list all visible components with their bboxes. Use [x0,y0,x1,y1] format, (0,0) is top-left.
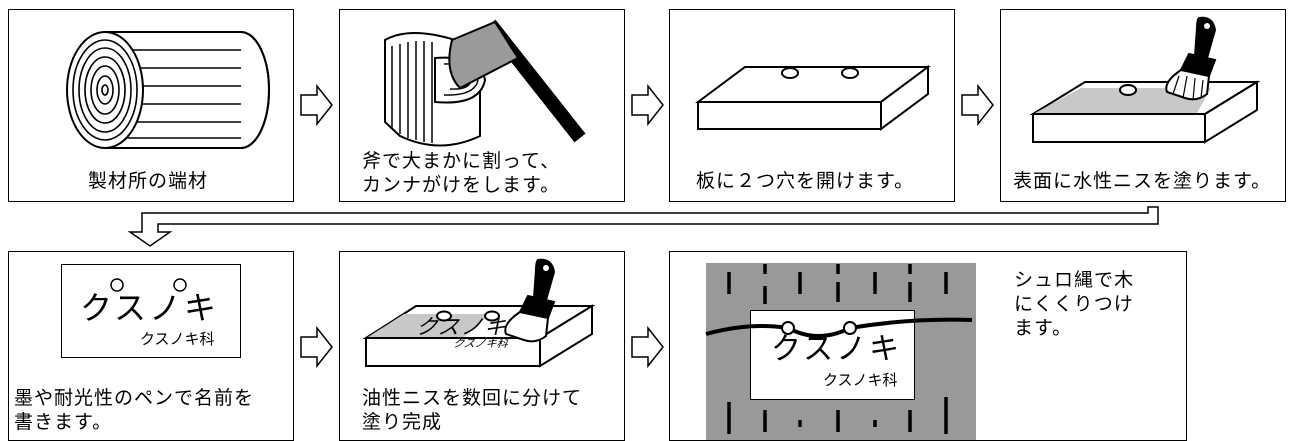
sign-main-text: クスノキ [80,289,220,327]
step-2-caption-line-2: カンナがけをします。 [362,174,561,196]
bark-marks [727,264,948,434]
step-3-caption: 板に２つ穴を開けます。 [696,170,915,192]
step-3-panel: 板に２つ穴を開けます。 [669,9,955,202]
sign-main-text: クスノキ [771,332,903,367]
brush-icon [504,258,556,343]
arrow-right-icon [631,325,664,369]
step-1-caption: 製材所の端材 [88,170,209,192]
axe-splitting-illustration [384,19,586,147]
plank-sub-text: クスノキ科 [451,337,512,350]
arrow-wrap-down-icon [127,206,1159,247]
varnish-brush-illustration [1029,16,1261,144]
arrow-right-icon [300,83,333,127]
step-2-caption-line-1: 斧で大まかに割って、 [362,150,561,172]
step-4-caption: 表面に水性ニスを塗ります。 [1013,170,1272,192]
step-6-caption-line-1: 油性ニスを数回に分けて [362,387,583,409]
sign-sub-text: クスノキ科 [140,330,215,348]
step-7-caption-line-1: シュロ縄で木 [1014,269,1135,291]
sign-sub-text: クスノキ科 [823,371,898,389]
log-illustration [66,31,270,149]
step-7-caption-line-2: にくくりつけ [1014,293,1134,315]
step-7-panel: クスノキ クスノキ科 シュロ縄で木 にくくりつけ ます。 [669,251,1187,441]
step-1-panel: 製材所の端材 [8,9,294,202]
name-sign-illustration: クスノキ クスノキ科 [61,264,241,358]
oil-varnish-illustration [362,258,596,368]
step-5-caption-line-2: 書きます。 [14,411,113,433]
arrow-right-icon [961,83,994,127]
step-2-panel: 斧で大まかに割って、 カンナがけをします。 [339,9,625,202]
drilled-board-illustration [694,65,932,131]
arrow-right-icon [300,325,333,369]
step-6-caption-line-2: 塗り完成 [362,411,443,433]
plank-name-text: クスノキ [413,315,515,339]
hanging-sign: クスノキ クスノキ科 [750,310,915,400]
sign-holes [110,278,187,292]
step-7-caption-line-3: ます。 [1014,317,1073,339]
step-4-panel: 表面に水性ニスを塗ります。 [1000,9,1286,202]
step-5-panel: クスノキ クスノキ科 墨や耐光性のペンで名前を 書きます。 [8,251,294,441]
step-6-panel: クスノキ クスノキ科 油性ニスを数回に分けて 塗り完成 [339,251,625,441]
arrow-right-icon [631,83,664,127]
step-5-caption-line-1: 墨や耐光性のペンで名前を [14,387,255,409]
